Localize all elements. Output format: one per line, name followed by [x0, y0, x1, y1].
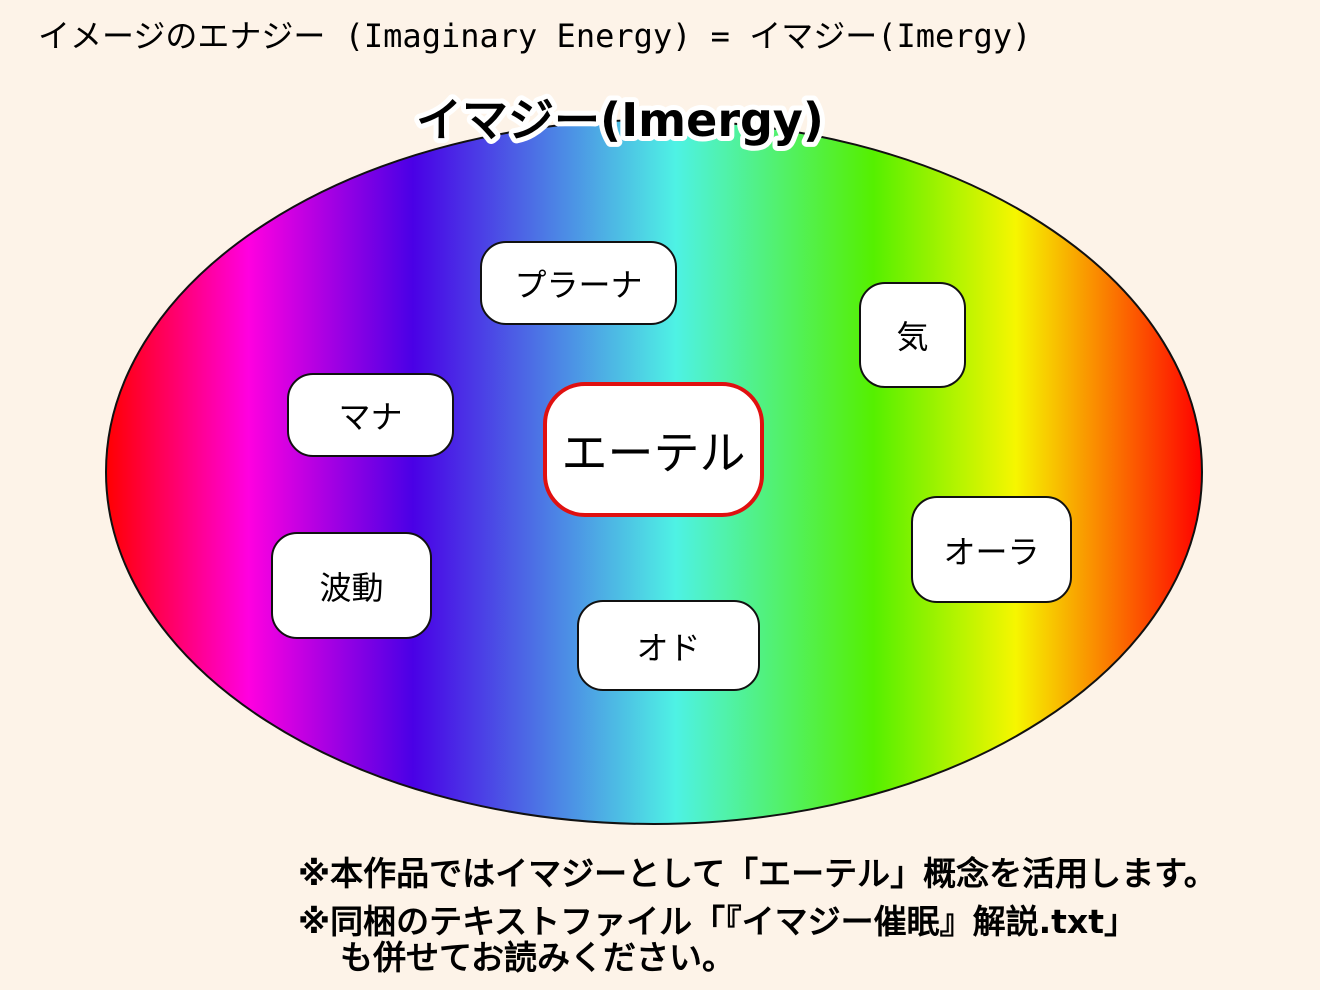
- node-od: オド: [577, 600, 760, 691]
- node-ether: エーテル: [543, 382, 764, 517]
- node-ki-label: 気: [896, 318, 929, 356]
- node-prana: プラーナ: [480, 241, 677, 325]
- node-mana: マナ: [287, 373, 454, 457]
- node-od-label: オド: [636, 628, 701, 667]
- note-line-1: ※本作品ではイマジーとして「エーテル」概念を活用します。: [298, 854, 1217, 893]
- node-hadou-label: 波動: [319, 568, 384, 607]
- node-ki: 気: [859, 282, 966, 388]
- node-hadou: 波動: [271, 532, 432, 639]
- node-prana-label: プラーナ: [514, 266, 643, 304]
- note-line-2: ※同梱のテキストファイル「『イマジー催眠』解説.txt」: [298, 902, 1137, 941]
- node-aura: オーラ: [911, 496, 1072, 603]
- page-title: イメージのエナジー (Imaginary Energy) = イマジー(Imer…: [38, 17, 1032, 55]
- imergy-ellipse-label: イマジー(Imergy): [416, 93, 824, 147]
- node-mana-label: マナ: [338, 398, 403, 436]
- node-ether-label: エーテル: [561, 425, 746, 480]
- note-line-3: も併せてお読みください。: [340, 938, 736, 977]
- node-aura-label: オーラ: [943, 532, 1040, 571]
